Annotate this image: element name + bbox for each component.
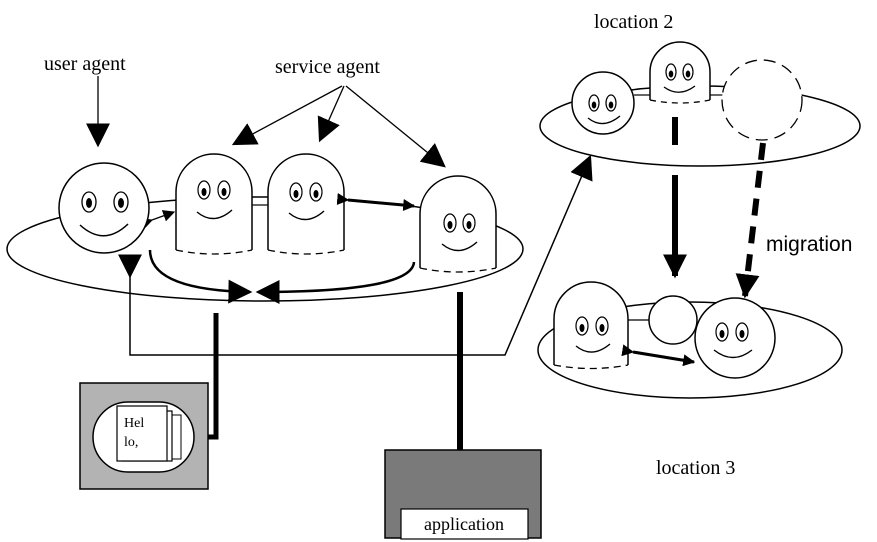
service-agent-label: service agent — [275, 56, 380, 78]
location-3-migrated-agent — [694, 297, 776, 379]
location-3-platform — [537, 301, 843, 399]
connection-to-location-2 — [118, 154, 593, 356]
application-box — [384, 449, 542, 540]
location-3-interaction-arrow — [621, 344, 696, 367]
application-label: application — [424, 514, 504, 534]
location-2-service-agent — [649, 41, 711, 104]
interaction-arrow — [336, 193, 416, 211]
migration-arrow-dashed — [735, 142, 766, 299]
location-3-round-node — [648, 295, 698, 345]
service-agent-pointer-2 — [317, 85, 345, 143]
document-text-line-2: lo, — [124, 435, 138, 450]
connector-arrow — [139, 210, 176, 230]
service-agent-2 — [267, 153, 345, 255]
service-agent-3 — [419, 175, 497, 273]
service-agent-1 — [175, 153, 253, 255]
migration-label: migration — [766, 233, 852, 256]
user-terminal — [79, 382, 209, 490]
location-3-service-agent — [553, 281, 629, 370]
curved-arrow-left — [148, 249, 253, 304]
location-3-label: location 3 — [656, 457, 735, 479]
user-agent-face — [58, 162, 150, 254]
user-agent-label: user agent — [44, 53, 126, 75]
service-agent-pointer-3 — [345, 85, 446, 168]
curved-arrow-right — [255, 261, 416, 304]
location-2-label: location 2 — [594, 11, 673, 33]
service-agent-pointer-1 — [231, 85, 343, 146]
document-text-line-1: Hel — [124, 416, 144, 431]
location-2-agent-round — [571, 71, 635, 135]
ghost-agent — [721, 59, 803, 141]
